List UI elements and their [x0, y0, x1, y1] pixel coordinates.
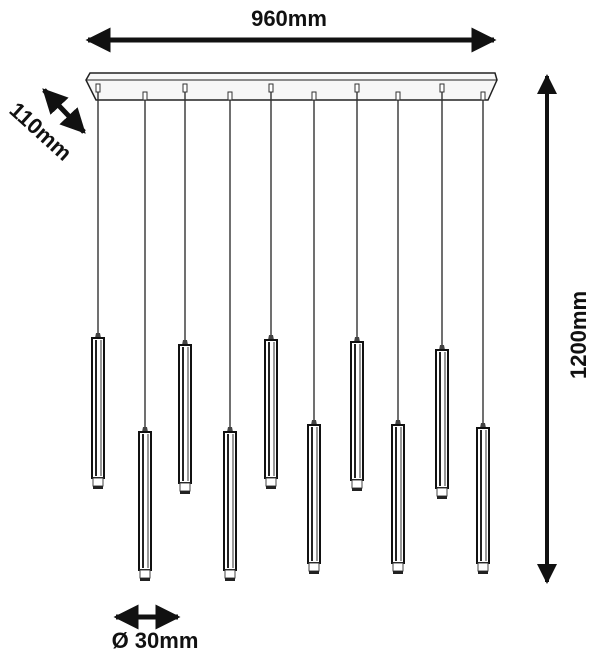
- tube-cap: [439, 345, 445, 350]
- canopy: [85, 72, 498, 101]
- lens: [224, 569, 236, 579]
- lens: [477, 562, 489, 572]
- lens-ring: [478, 571, 488, 574]
- lens-ring: [225, 578, 235, 581]
- pendant: [223, 91, 237, 581]
- tube: [307, 424, 321, 564]
- lens: [92, 477, 104, 487]
- width-label: 960mm: [251, 6, 327, 31]
- lens: [436, 487, 448, 497]
- tube: [476, 427, 490, 564]
- lens-ring: [180, 491, 190, 494]
- cable-clamp: [182, 83, 188, 93]
- tube-cap: [395, 420, 401, 425]
- tube: [264, 339, 278, 479]
- cable-clamp: [354, 83, 360, 93]
- tube-cap: [182, 340, 188, 345]
- tube: [91, 337, 105, 479]
- tube: [435, 349, 449, 489]
- tube-cap: [311, 420, 317, 425]
- pendant: [264, 83, 278, 489]
- pendants: [91, 83, 490, 581]
- lens: [139, 569, 151, 579]
- lens-ring: [352, 488, 362, 491]
- cable-clamp: [395, 91, 401, 101]
- lens-ring: [393, 571, 403, 574]
- lens-ring: [309, 571, 319, 574]
- pendant: [307, 91, 321, 574]
- lens-ring: [266, 486, 276, 489]
- height-dimension: 1200mm: [537, 74, 591, 584]
- lens-ring: [140, 578, 150, 581]
- cable-clamp: [227, 91, 233, 101]
- pendant: [435, 83, 449, 499]
- cable-clamp: [95, 83, 101, 93]
- tube: [350, 341, 364, 481]
- lens: [392, 562, 404, 572]
- cable-clamp: [268, 83, 274, 93]
- pendant: [178, 83, 192, 494]
- tube: [178, 344, 192, 484]
- pendant: [391, 91, 405, 574]
- tube-cap: [142, 427, 148, 432]
- tube: [223, 431, 237, 571]
- tube-cap: [268, 335, 274, 340]
- depth-dimension: 110mm: [5, 88, 86, 166]
- cable-clamp: [480, 91, 486, 101]
- tube: [138, 431, 152, 571]
- lens: [179, 482, 191, 492]
- cable-clamp: [311, 91, 317, 101]
- lens: [265, 477, 277, 487]
- lens: [351, 479, 363, 489]
- tube-cap: [354, 337, 360, 342]
- cable-clamp: [142, 91, 148, 101]
- tube-cap: [227, 427, 233, 432]
- lens-ring: [93, 486, 103, 489]
- width-dimension: 960mm: [85, 6, 497, 53]
- diameter-dimension: Ø 30mm: [112, 604, 199, 653]
- height-label: 1200mm: [566, 291, 591, 379]
- pendant: [476, 91, 490, 574]
- lens-ring: [437, 496, 447, 499]
- lens: [308, 562, 320, 572]
- diameter-label: Ø 30mm: [112, 628, 199, 653]
- depth-arrow: [42, 88, 86, 134]
- depth-label: 110mm: [5, 97, 77, 166]
- tube-cap: [95, 333, 101, 338]
- pendant: [91, 83, 105, 489]
- tube-cap: [480, 423, 486, 428]
- tube: [391, 424, 405, 564]
- pendant: [138, 91, 152, 581]
- cable-clamp: [439, 83, 445, 93]
- pendant: [350, 83, 364, 491]
